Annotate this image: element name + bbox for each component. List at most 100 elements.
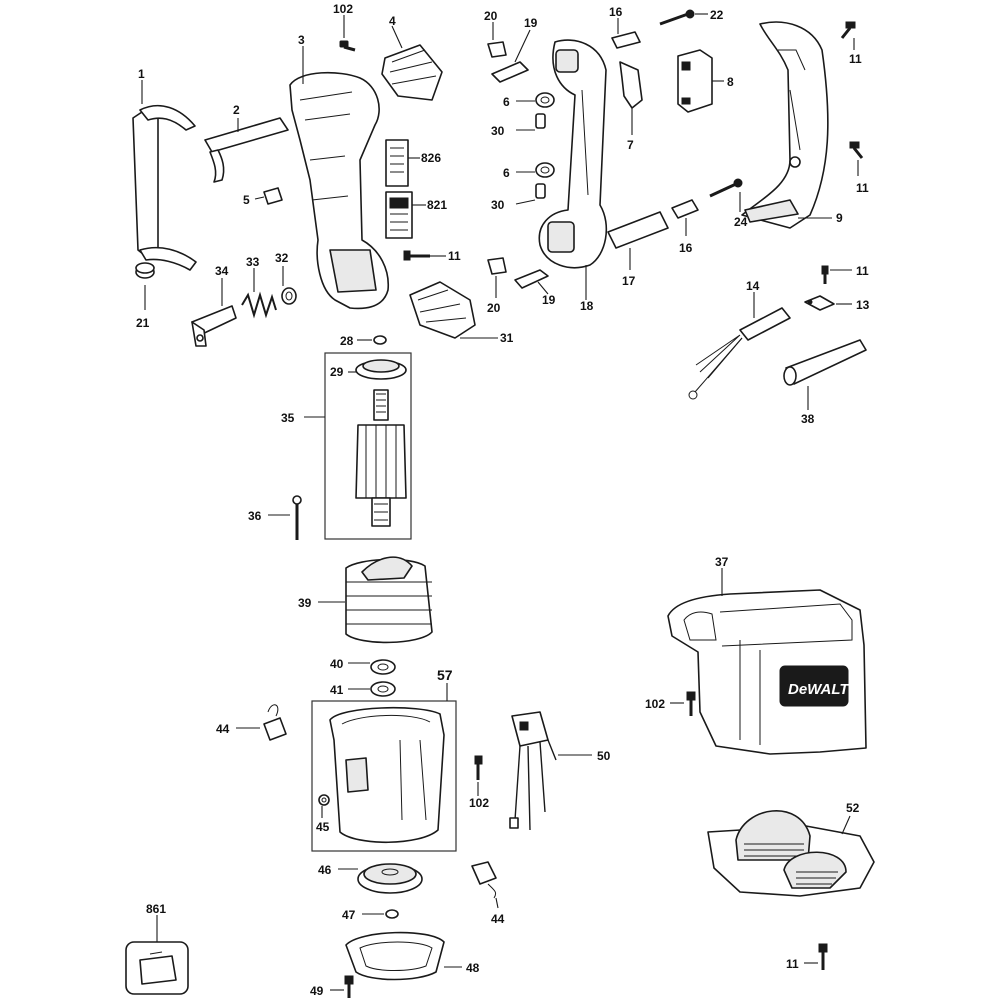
callout-50: 50	[597, 749, 611, 763]
part-30-pin-top[interactable]	[535, 113, 546, 129]
callout-32: 32	[275, 251, 289, 265]
part-102-screw-top[interactable]	[339, 40, 356, 52]
callout-102-top: 102	[333, 2, 353, 16]
part-11-screw-bottom-right[interactable]	[818, 943, 828, 970]
part-20-switch-cap-bottom[interactable]	[487, 257, 507, 275]
callout-57: 57	[437, 667, 453, 683]
callout-45: 45	[316, 820, 330, 834]
part-28-retaining-ring[interactable]	[373, 335, 387, 345]
part-34-brush-holder[interactable]	[191, 305, 237, 347]
part-39-field-stator[interactable]	[345, 556, 433, 644]
motor-housing-group-box	[311, 700, 457, 852]
callout-20-top: 20	[484, 9, 498, 23]
callout-17: 17	[622, 274, 636, 288]
part-16-sleeve-top[interactable]	[611, 31, 641, 49]
callout-44-right: 44	[491, 912, 505, 926]
part-46-gear[interactable]	[357, 863, 423, 894]
part-826-label[interactable]	[385, 139, 409, 187]
part-8-switch[interactable]	[677, 49, 713, 113]
part-19-lever-top[interactable]	[491, 61, 529, 83]
callout-37: 37	[715, 555, 729, 569]
part-20-switch-cap-top[interactable]	[487, 41, 507, 58]
callout-3: 3	[298, 33, 305, 47]
part-11-screw-right-mid[interactable]	[821, 265, 829, 284]
part-22-screw[interactable]	[659, 9, 695, 26]
part-11-screw-top-right[interactable]	[840, 21, 856, 39]
part-102-screw-mid[interactable]	[474, 755, 483, 780]
callout-16-top: 16	[609, 5, 623, 19]
part-7-trigger[interactable]	[619, 61, 643, 109]
part-11-screw-mid[interactable]	[403, 250, 430, 261]
part-47-washer[interactable]	[385, 909, 399, 919]
part-52-gearbox-cover[interactable]	[707, 810, 875, 897]
part-45-nut[interactable]	[318, 794, 330, 806]
part-30-pin-bottom[interactable]	[535, 183, 546, 199]
callout-35: 35	[281, 411, 295, 425]
callout-30-bottom: 30	[491, 198, 505, 212]
part-38-strain-relief[interactable]	[783, 339, 867, 386]
callout-28: 28	[340, 334, 354, 348]
callout-11-top-right: 11	[849, 52, 862, 66]
part-44-brush-right[interactable]	[471, 861, 497, 899]
callout-47: 47	[342, 908, 356, 922]
callout-8: 8	[727, 75, 734, 89]
callout-11-right-mid: 11	[856, 264, 869, 278]
part-32-bushing[interactable]	[281, 287, 297, 305]
part-11-screw-right[interactable]	[849, 141, 864, 159]
part-21-cap[interactable]	[135, 262, 155, 279]
callout-102-mid: 102	[469, 796, 489, 810]
callout-19-bottom: 19	[542, 293, 556, 307]
part-13-clamp[interactable]	[804, 295, 835, 311]
callout-4: 4	[389, 14, 396, 28]
brand-label: DeWALT	[788, 681, 850, 698]
part-16-sleeve-mid[interactable]	[671, 199, 699, 219]
part-5-clip[interactable]	[263, 187, 283, 205]
part-6-bearing-bottom[interactable]	[535, 162, 555, 178]
part-821-label[interactable]	[385, 191, 413, 239]
part-33-spring[interactable]	[241, 291, 277, 319]
part-3-main-housing[interactable]	[289, 71, 389, 310]
part-36-long-screw[interactable]	[292, 495, 302, 540]
part-19-lever-bottom[interactable]	[514, 269, 549, 289]
part-37-gear-housing[interactable]: DeWALT	[667, 589, 867, 755]
part-861-carry-case[interactable]	[125, 941, 189, 995]
part-40-bearing[interactable]	[370, 659, 396, 675]
callout-30-top: 30	[491, 124, 505, 138]
callout-5: 5	[243, 193, 250, 207]
part-4-rubber-boot[interactable]	[381, 44, 443, 101]
part-2-rod[interactable]	[204, 117, 289, 183]
part-6-bearing-top[interactable]	[535, 92, 555, 108]
callout-19-top: 19	[524, 16, 538, 30]
callout-33: 33	[246, 255, 260, 269]
part-1-bracket[interactable]	[132, 104, 197, 271]
callout-6-bottom: 6	[503, 166, 510, 180]
callout-6-top: 6	[503, 95, 510, 109]
callout-821: 821	[427, 198, 447, 212]
part-24-screw[interactable]	[709, 178, 743, 198]
callout-11-bottom-right: 11	[786, 957, 799, 971]
part-18-rear-handle[interactable]	[538, 39, 608, 269]
callout-34: 34	[215, 264, 229, 278]
callout-44-left: 44	[216, 722, 230, 736]
callout-9: 9	[836, 211, 843, 225]
part-44-brush-left[interactable]	[263, 704, 287, 741]
callout-46: 46	[318, 863, 332, 877]
callout-2: 2	[233, 103, 240, 117]
part-49-screw[interactable]	[344, 975, 354, 998]
part-35-armature[interactable]	[355, 389, 407, 527]
callout-49: 49	[310, 984, 324, 998]
part-48-base-ring[interactable]	[345, 931, 445, 981]
part-57-motor-housing[interactable]	[329, 707, 445, 844]
callout-29: 29	[330, 365, 344, 379]
part-14-cable[interactable]	[688, 307, 791, 400]
part-17-tube[interactable]	[607, 211, 669, 249]
part-29-fan[interactable]	[355, 359, 407, 380]
part-9-handle-cover[interactable]	[741, 21, 829, 229]
callout-20-bottom: 20	[487, 301, 501, 315]
part-50-wire-assembly[interactable]	[509, 711, 557, 831]
part-31-lower-boot[interactable]	[409, 281, 476, 339]
callout-52: 52	[846, 801, 860, 815]
part-41-bearing[interactable]	[370, 681, 396, 697]
part-102-screw-right[interactable]	[686, 691, 696, 716]
